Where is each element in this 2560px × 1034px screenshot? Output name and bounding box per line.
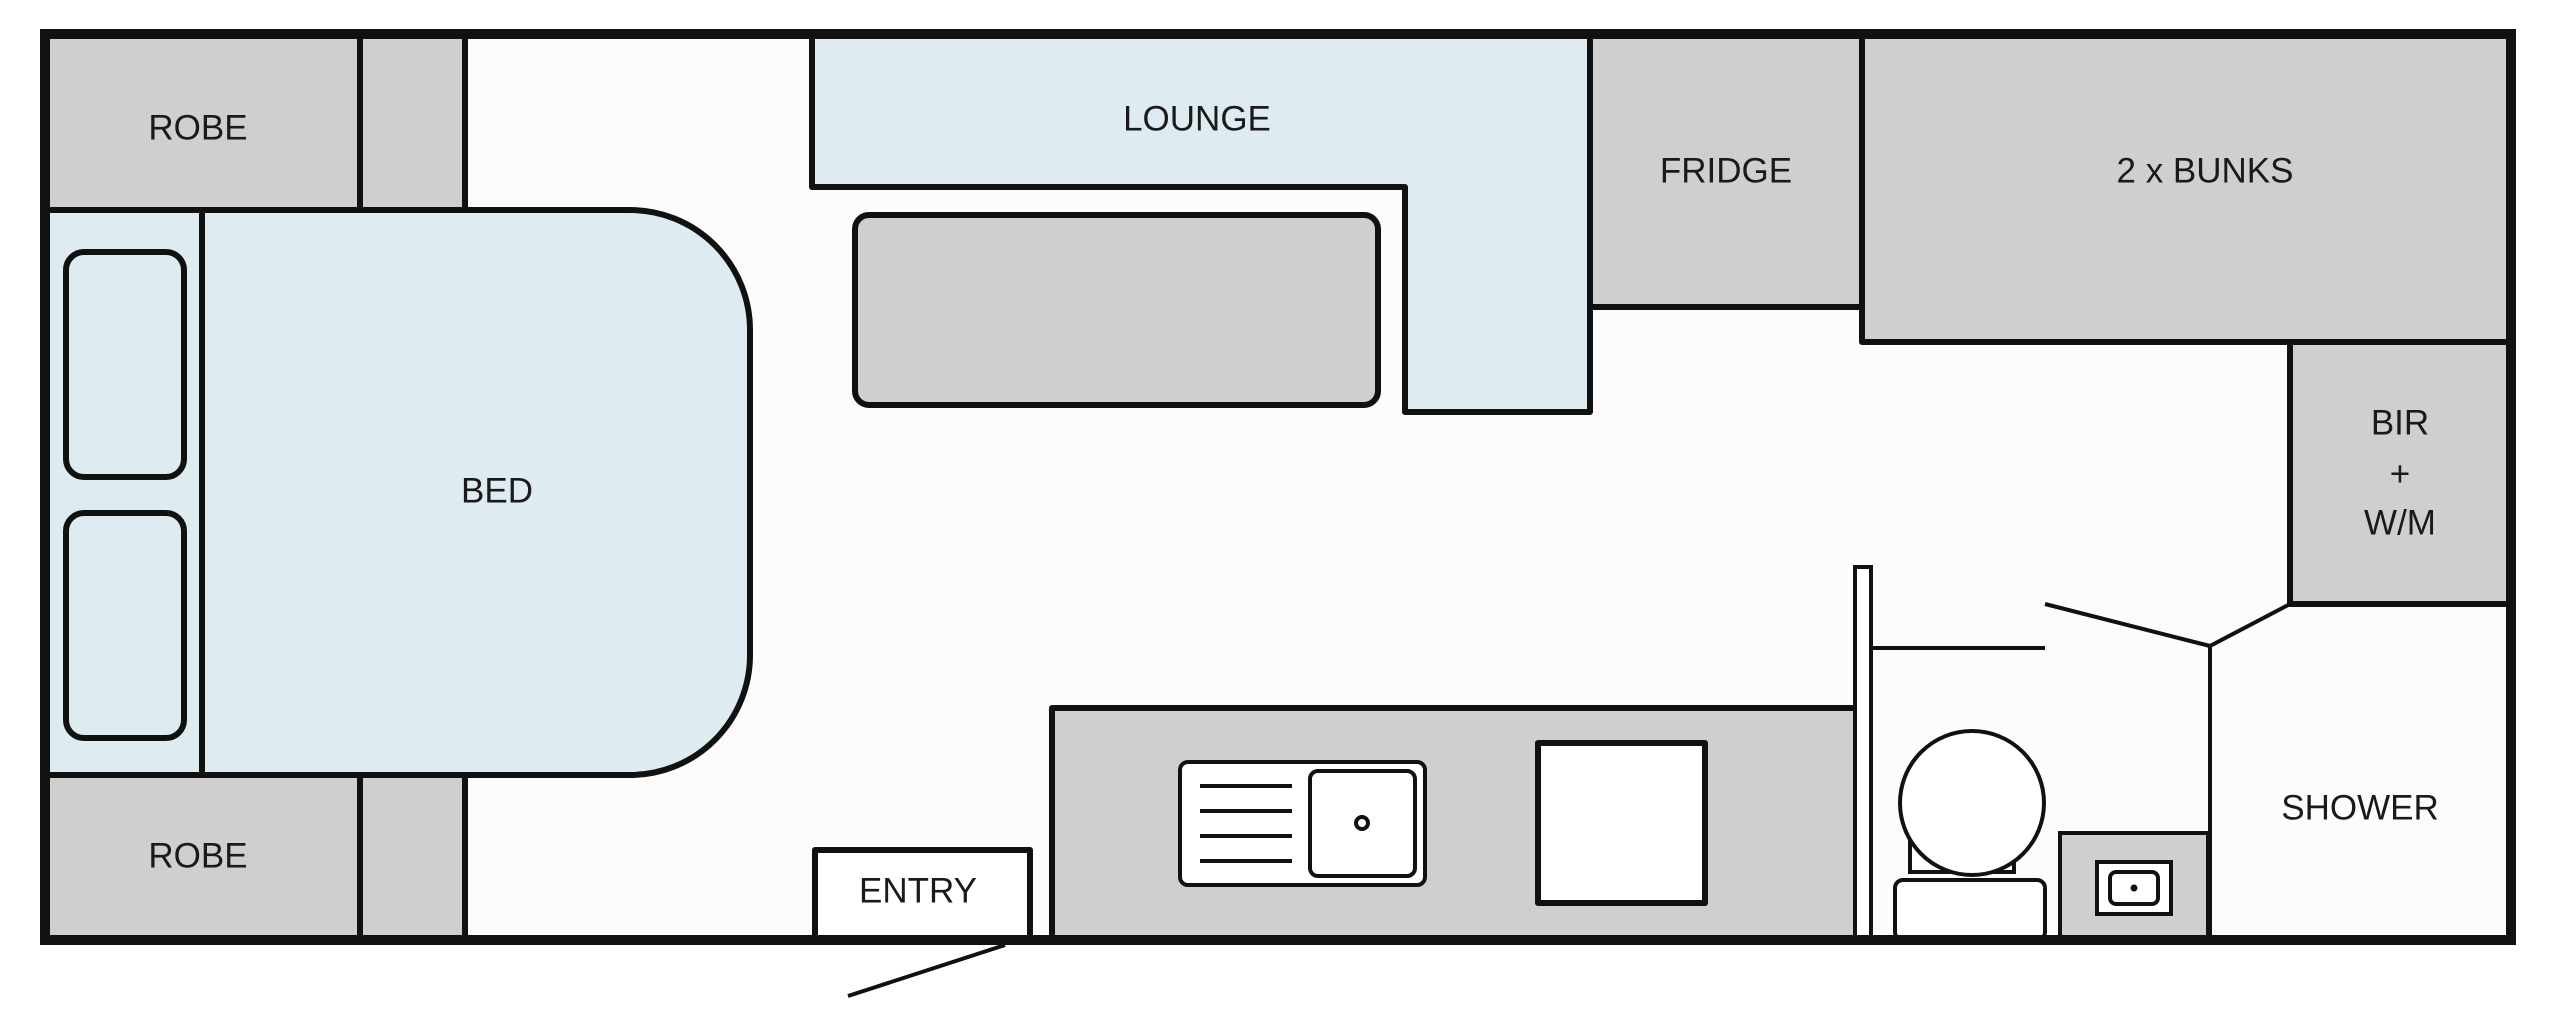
pillow-icon <box>63 249 187 480</box>
entry-door-swing <box>847 943 1006 998</box>
built-in-robe-washing-machine <box>2287 339 2514 607</box>
kitchen-sink-icon <box>1178 760 1427 887</box>
bunks-label: 2 x BUNKS <box>2117 151 2294 190</box>
entry-label: ENTRY <box>859 871 977 910</box>
bir-label-line2: + <box>2390 454 2410 493</box>
bed <box>199 207 753 778</box>
fridge-label: FRIDGE <box>1660 151 1792 190</box>
robe-bottom-label: ROBE <box>148 836 247 875</box>
dinette-table <box>852 212 1381 408</box>
robe-top-label: ROBE <box>148 108 247 147</box>
bunks <box>1859 31 2514 345</box>
shower-label: SHOWER <box>2281 788 2439 827</box>
basin-icon <box>2058 831 2210 942</box>
pillow-icon <box>63 510 187 741</box>
bed-label: BED <box>461 471 533 510</box>
ensuite-door <box>2044 602 2211 648</box>
kitchen-bench <box>1049 705 1860 943</box>
fridge <box>1587 31 1865 310</box>
cooktop-icon <box>1535 740 1708 906</box>
bir-label-line3: W/M <box>2364 503 2436 542</box>
robe-bottom-side-panel <box>357 772 468 943</box>
outer-wall <box>40 29 2516 945</box>
ensuite-partition <box>1853 565 1873 942</box>
bir-label-line1: BIR <box>2371 403 2429 442</box>
toilet-icon <box>1893 729 2047 942</box>
robe-top-side-panel <box>357 31 468 213</box>
robe-top <box>42 31 363 213</box>
lounge-label: LOUNGE <box>1123 99 1271 138</box>
shower-wall-top <box>2209 602 2291 648</box>
